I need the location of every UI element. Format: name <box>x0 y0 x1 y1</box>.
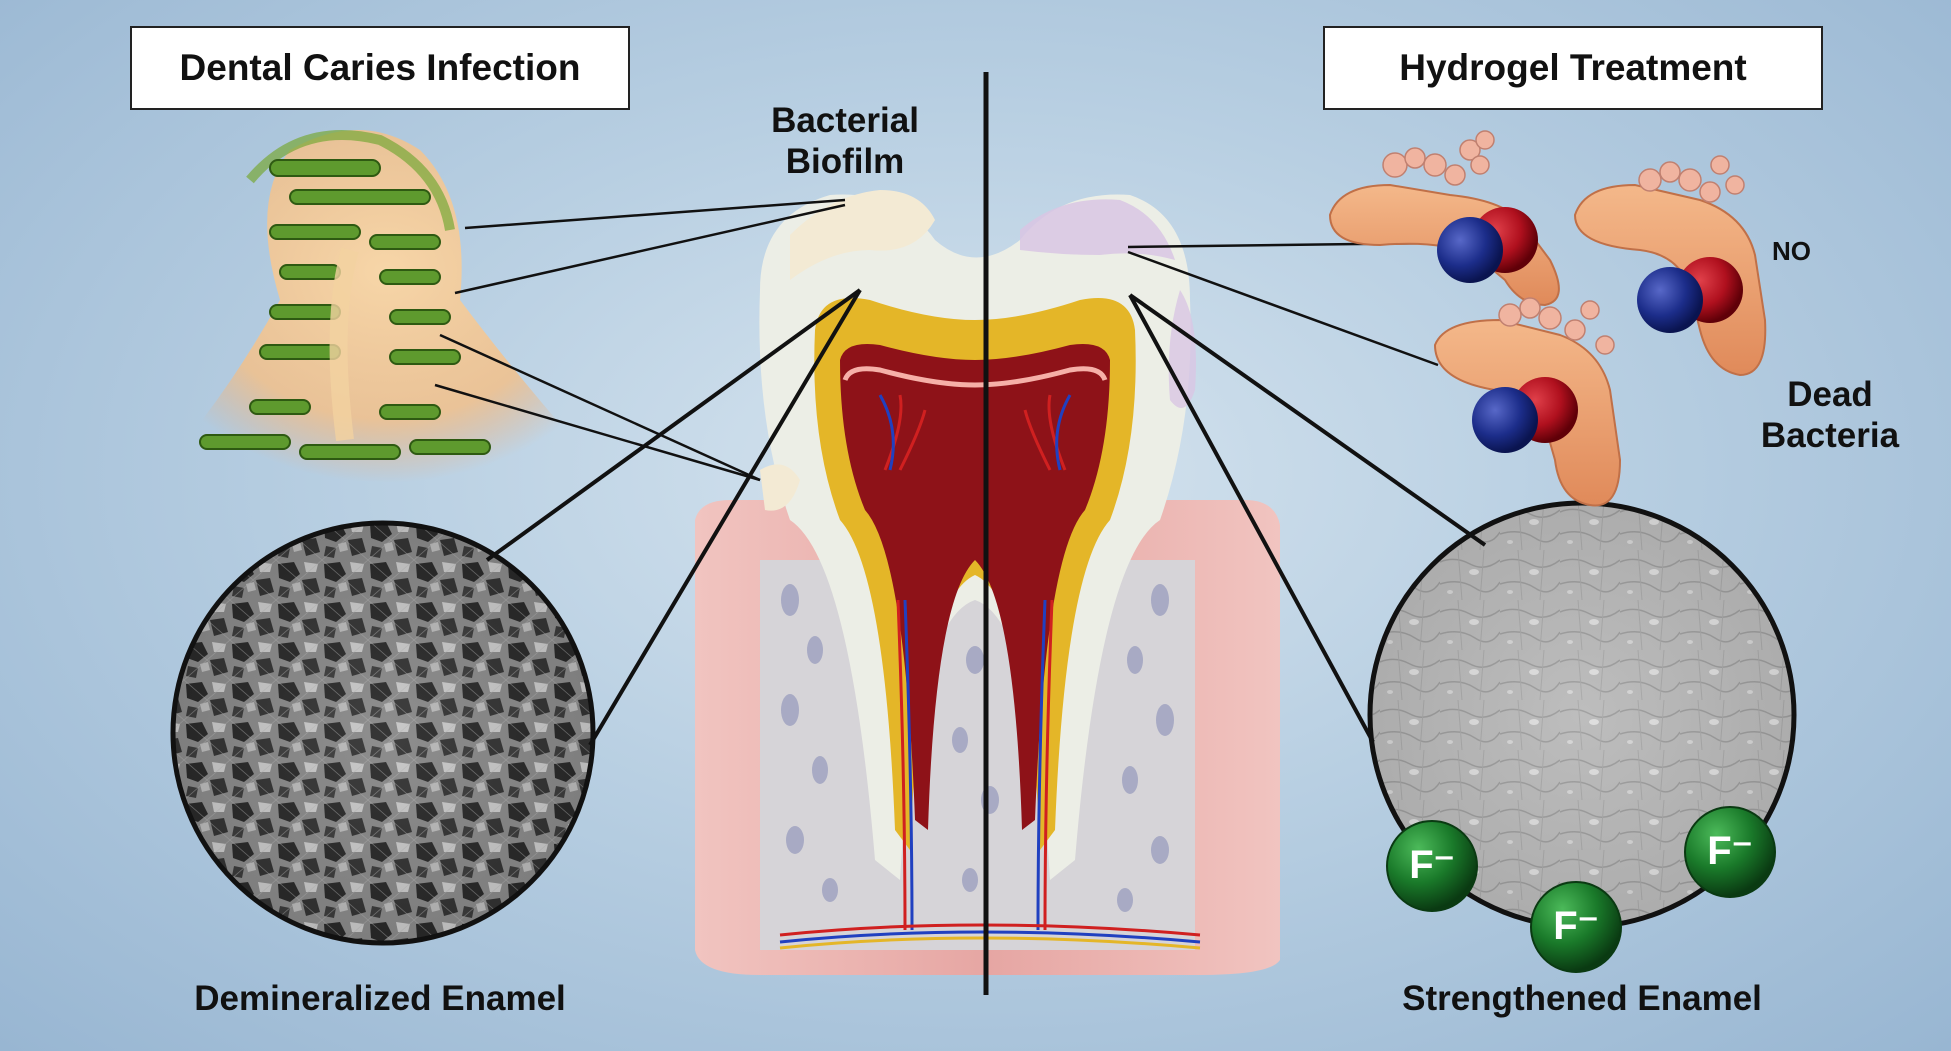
fluoride-ion-2 <box>1530 881 1622 973</box>
right-panel-title: Hydrogel Treatment <box>1323 26 1823 110</box>
biofilm-label-line2: Biofilm <box>785 142 905 182</box>
dead-bacterium-2 <box>1573 155 1767 377</box>
dead-bacteria-line1: Dead <box>1787 375 1873 414</box>
dead-bacteria-line2: Bacteria <box>1760 416 1900 456</box>
fluoride-ion-3 <box>1684 806 1776 898</box>
fluoride-ion-1-label: F⁻ <box>1409 843 1455 887</box>
dead-bacterium-1 <box>1328 130 1560 307</box>
strengthened-enamel-micrograph <box>1367 500 1797 930</box>
demineralized-enamel-micrograph <box>170 520 596 946</box>
leader-lines <box>434 198 1738 482</box>
fluoride-ion-2-label: F⁻ <box>1553 904 1599 948</box>
biofilm-illustration <box>170 130 600 483</box>
magnifier-lines <box>485 288 1487 747</box>
fluoride-ion-1 <box>1386 820 1478 912</box>
left-panel-caption: Demineralized Enamel <box>194 979 566 1018</box>
fluoride-ion-3-label: F⁻ <box>1707 829 1753 873</box>
tooth-cross-section <box>695 190 1280 975</box>
right-panel-caption: Strengthened Enamel <box>1402 979 1762 1018</box>
biofilm-label: Bacterial Biofilm <box>745 100 945 183</box>
dead-bacteria-label: Dead Bacteria <box>1740 374 1920 457</box>
biofilm-label-line1: Bacterial <box>771 101 919 140</box>
dead-bacterium-3 <box>1433 297 1622 507</box>
no-label: NO <box>1772 236 1811 266</box>
left-panel-title: Dental Caries Infection <box>130 26 630 110</box>
